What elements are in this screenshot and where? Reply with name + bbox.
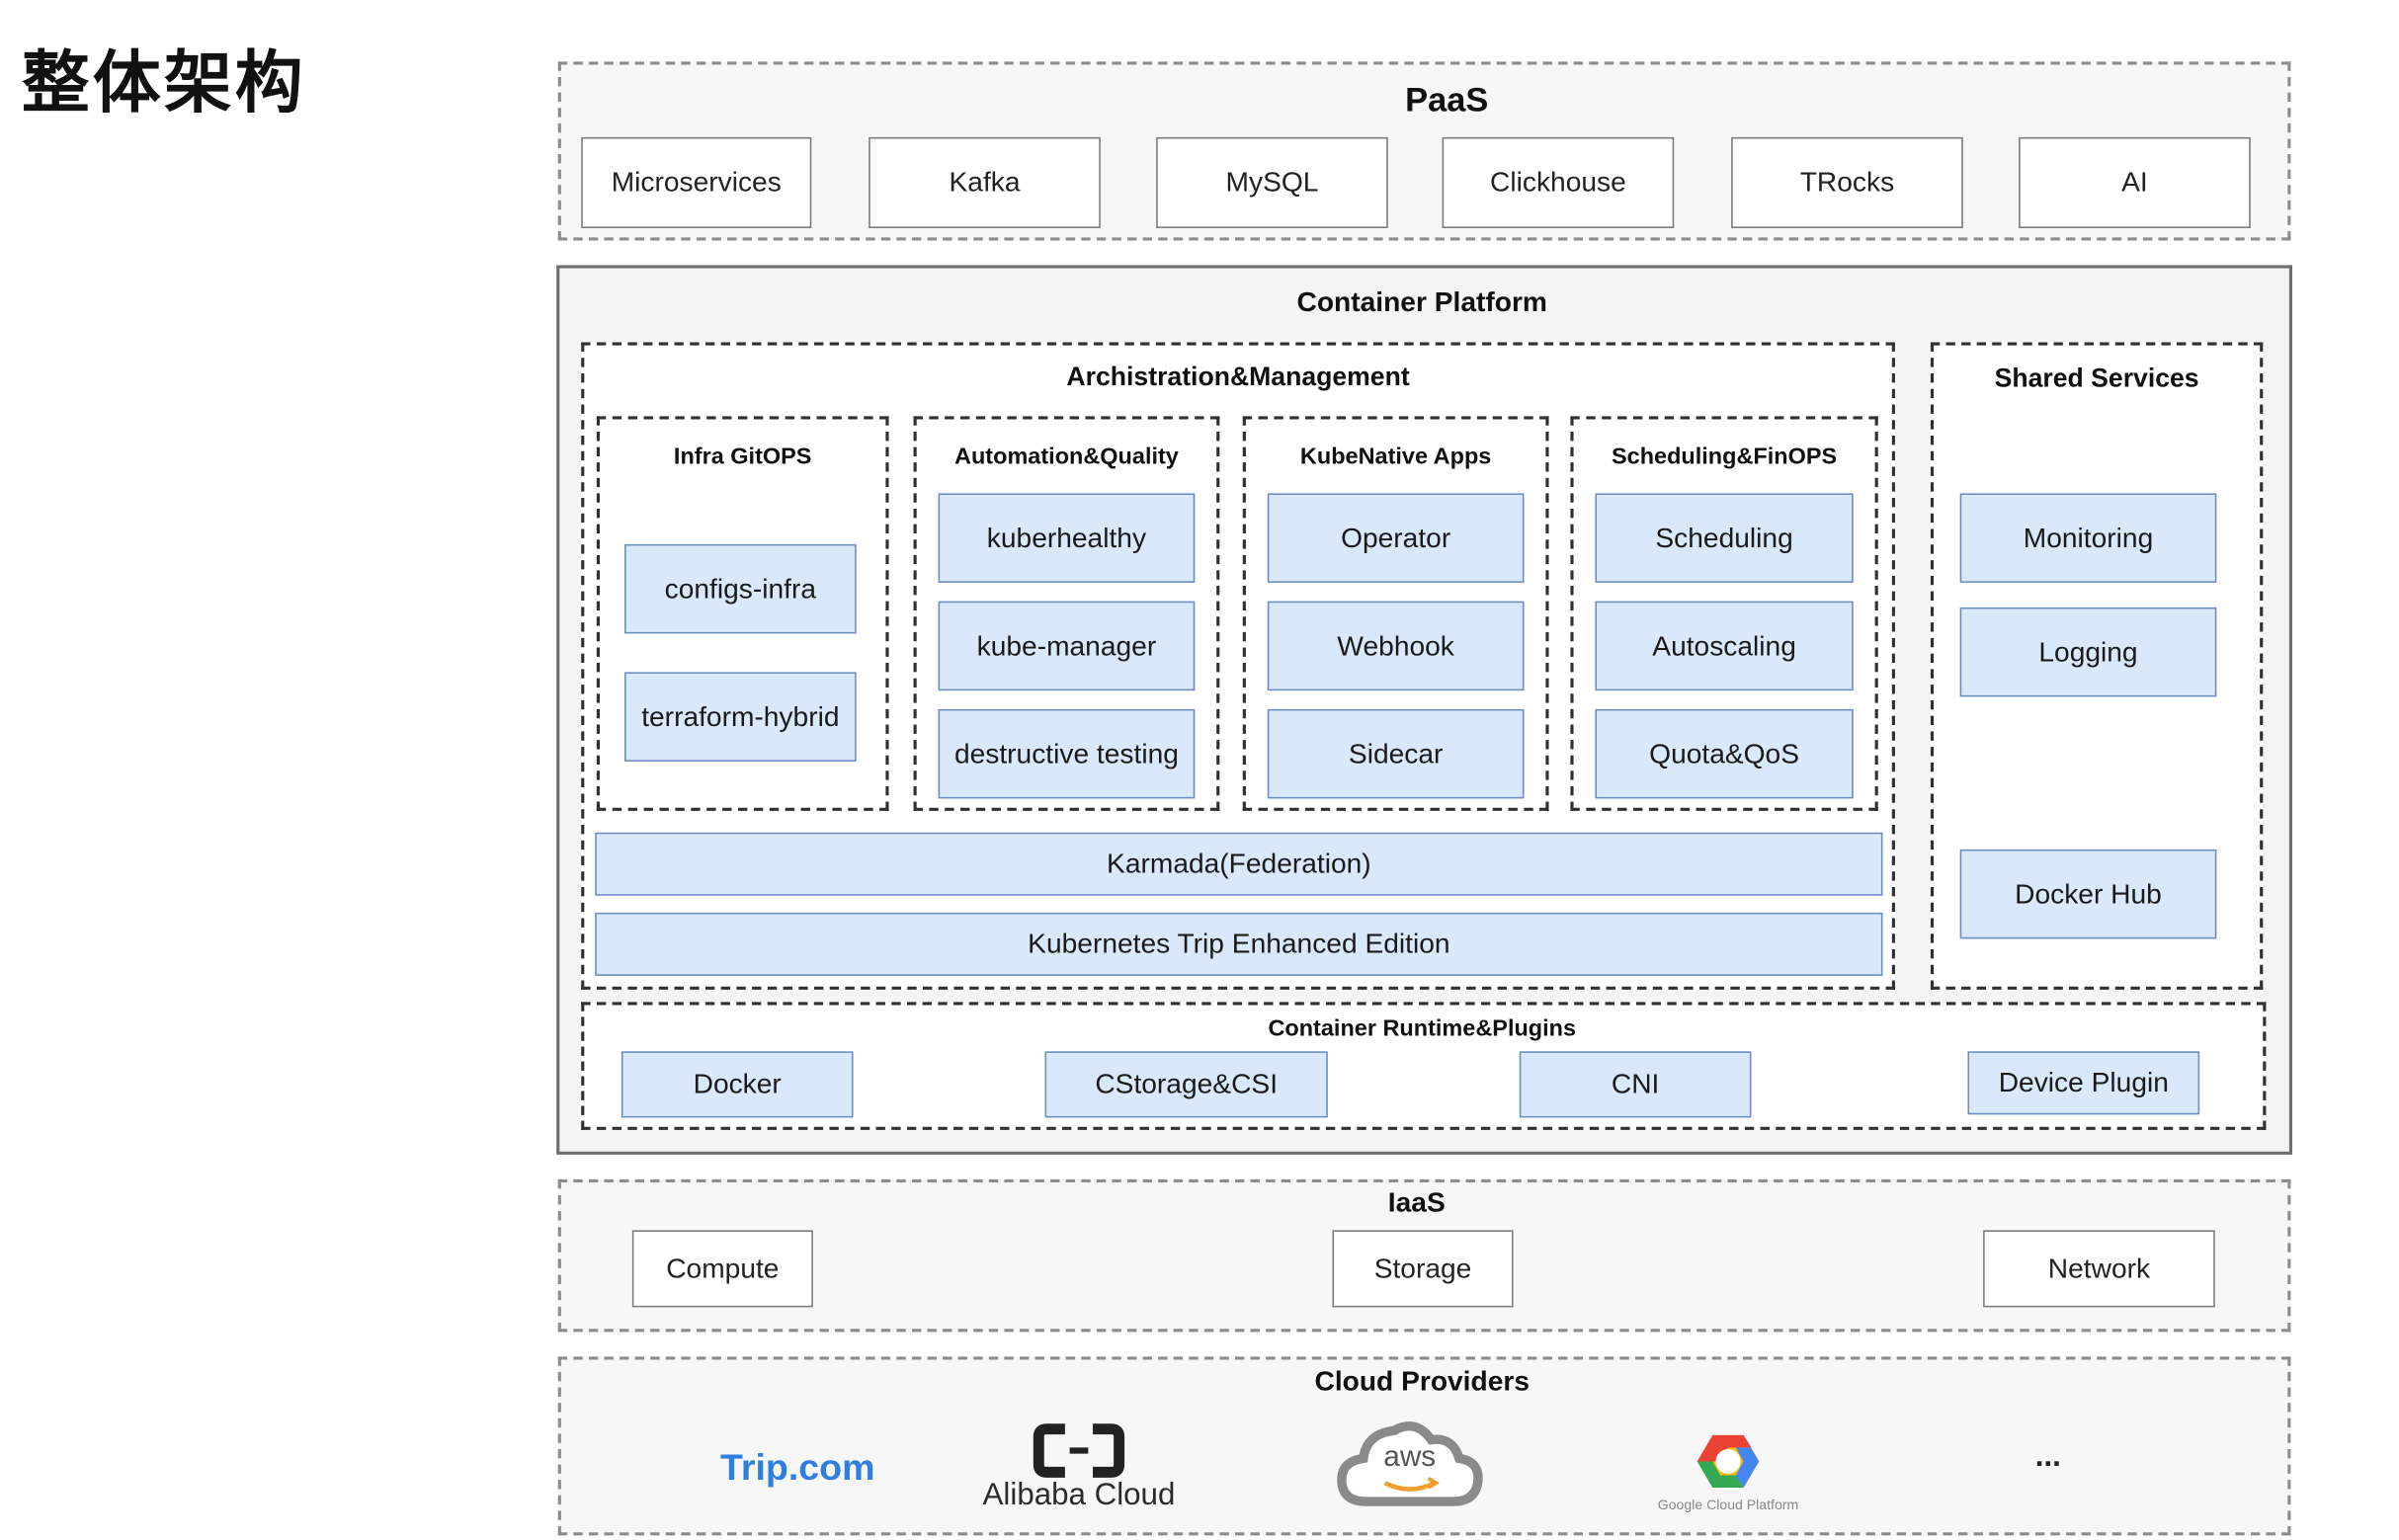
- item-configs-infra: configs-infra: [624, 543, 857, 634]
- google-cloud-icon: [1696, 1434, 1760, 1488]
- paas-item-ai: AI: [2019, 136, 2251, 228]
- alibaba-cloud-logo-text: Alibaba Cloud: [982, 1477, 1176, 1512]
- shared-services-title: Shared Services: [1994, 364, 2199, 393]
- alibaba-cloud-logo: Alibaba Cloud: [967, 1413, 1190, 1520]
- item-sidecar: Sidecar: [1267, 708, 1525, 799]
- container-platform-title: Container Platform: [1296, 286, 1547, 318]
- paas-layer: [557, 61, 2291, 241]
- group-infra-gitops-title: Infra GitOPS: [673, 444, 812, 470]
- item-scheduling: Scheduling: [1595, 493, 1854, 583]
- item-docker: Docker: [620, 1051, 854, 1118]
- paas-title: PaaS: [1405, 80, 1489, 120]
- item-terraform-hybrid: terraform-hybrid: [624, 672, 857, 762]
- alibaba-cloud-icon: [1033, 1422, 1125, 1478]
- paas-item-microservices: Microservices: [581, 136, 812, 228]
- cloud-providers-title: Cloud Providers: [1314, 1365, 1530, 1397]
- bar-kubernetes-trip-enhanced: Kubernetes Trip Enhanced Edition: [595, 912, 1883, 976]
- item-monitoring: Monitoring: [1959, 493, 2217, 583]
- item-destructive-testing: destructive testing: [938, 708, 1196, 799]
- item-operator: Operator: [1267, 493, 1525, 583]
- bar-karmada-federation: Karmada(Federation): [595, 832, 1883, 896]
- aws-cloud-icon: [1337, 1421, 1483, 1506]
- group-scheduling-finops-title: Scheduling&FinOPS: [1612, 444, 1838, 470]
- paas-item-mysql: MySQL: [1156, 136, 1388, 228]
- item-cstorage-csi: CStorage&CSI: [1044, 1051, 1328, 1118]
- group-automation-quality-title: Automation&Quality: [954, 444, 1179, 470]
- item-autoscaling: Autoscaling: [1595, 601, 1854, 691]
- archistration-title: Archistration&Management: [1066, 362, 1410, 392]
- trip-com-logo: Trip.com: [704, 1436, 890, 1501]
- more-providers-ellipsis: ...: [2034, 1439, 2061, 1474]
- aws-logo-text: aws: [1383, 1441, 1437, 1474]
- page-title: 整体架构: [21, 44, 306, 123]
- item-kuberhealthy: kuberhealthy: [938, 493, 1196, 583]
- paas-item-clickhouse: Clickhouse: [1442, 136, 1675, 228]
- iaas-title: IaaS: [1387, 1186, 1446, 1218]
- item-logging: Logging: [1959, 607, 2217, 697]
- item-webhook: Webhook: [1267, 601, 1525, 691]
- group-kubenative-apps-title: KubeNative Apps: [1299, 444, 1492, 470]
- trip-com-logo-text: Trip.com: [719, 1447, 875, 1490]
- iaas-item-network: Network: [1983, 1230, 2215, 1308]
- aws-logo: aws: [1333, 1416, 1487, 1517]
- runtime-plugins-title: Container Runtime&Plugins: [1268, 1015, 1577, 1042]
- item-kube-manager: kube-manager: [938, 601, 1196, 691]
- google-cloud-platform-logo: Google Cloud Platform: [1635, 1424, 1821, 1517]
- iaas-item-storage: Storage: [1332, 1230, 1514, 1308]
- iaas-item-compute: Compute: [631, 1230, 813, 1308]
- paas-item-kafka: Kafka: [869, 136, 1101, 228]
- item-device-plugin: Device Plugin: [1967, 1051, 2200, 1115]
- google-cloud-platform-logo-text: Google Cloud Platform: [1657, 1497, 1799, 1512]
- item-cni: CNI: [1519, 1051, 1752, 1118]
- item-quota-qos: Quota&QoS: [1595, 708, 1854, 799]
- paas-item-trocks: TRocks: [1731, 136, 1963, 228]
- item-docker-hub: Docker Hub: [1959, 849, 2217, 939]
